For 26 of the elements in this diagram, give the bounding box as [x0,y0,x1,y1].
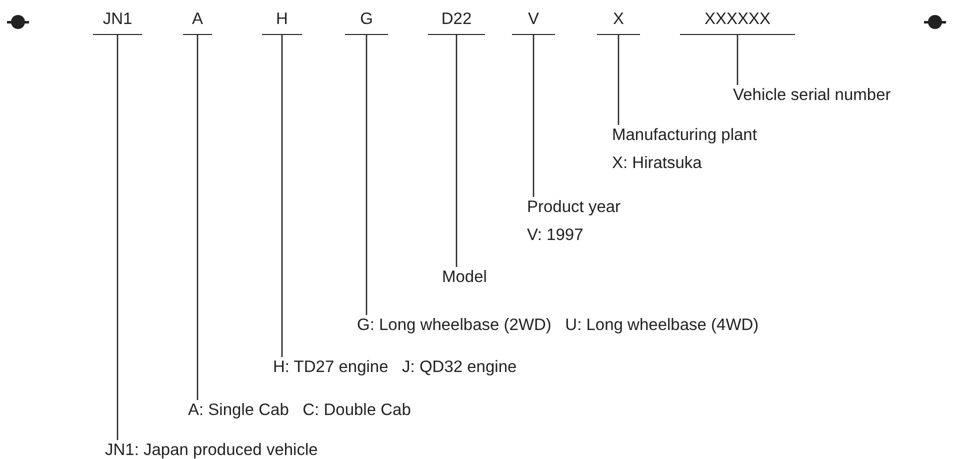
code-segment: JN1 [93,10,142,35]
description-text: G: Long wheelbase (2WD) U: Long wheelbase (4WD) [357,315,759,336]
leader-line [736,35,738,85]
description-text: Manufacturing plant [612,125,757,146]
leader-line [618,35,620,125]
code-segment: H [262,10,302,35]
leader-line [532,35,534,197]
code-segment: G [345,10,388,35]
description-text: V: 1997 [527,225,584,246]
description-text: H: TD27 engine J: QD32 engine [273,357,517,378]
description-text: Product year [527,197,621,218]
code-segment: X [597,10,640,35]
code-segment: XXXXXX [680,10,795,35]
code-segment: D22 [428,10,485,35]
leader-line [196,35,198,400]
description-text: Vehicle serial number [733,85,891,106]
description-text: JN1: Japan produced vehicle [105,440,318,459]
code-segment: V [512,10,555,35]
description-text: Model [442,267,487,288]
description-text: X: Hiratsuka [612,153,703,174]
leader-line [366,35,368,315]
leader-line [456,35,458,267]
code-segment: A [183,10,212,35]
leader-line [116,35,118,440]
leader-line [281,35,283,357]
description-text: A: Single Cab C: Double Cab [188,400,411,421]
